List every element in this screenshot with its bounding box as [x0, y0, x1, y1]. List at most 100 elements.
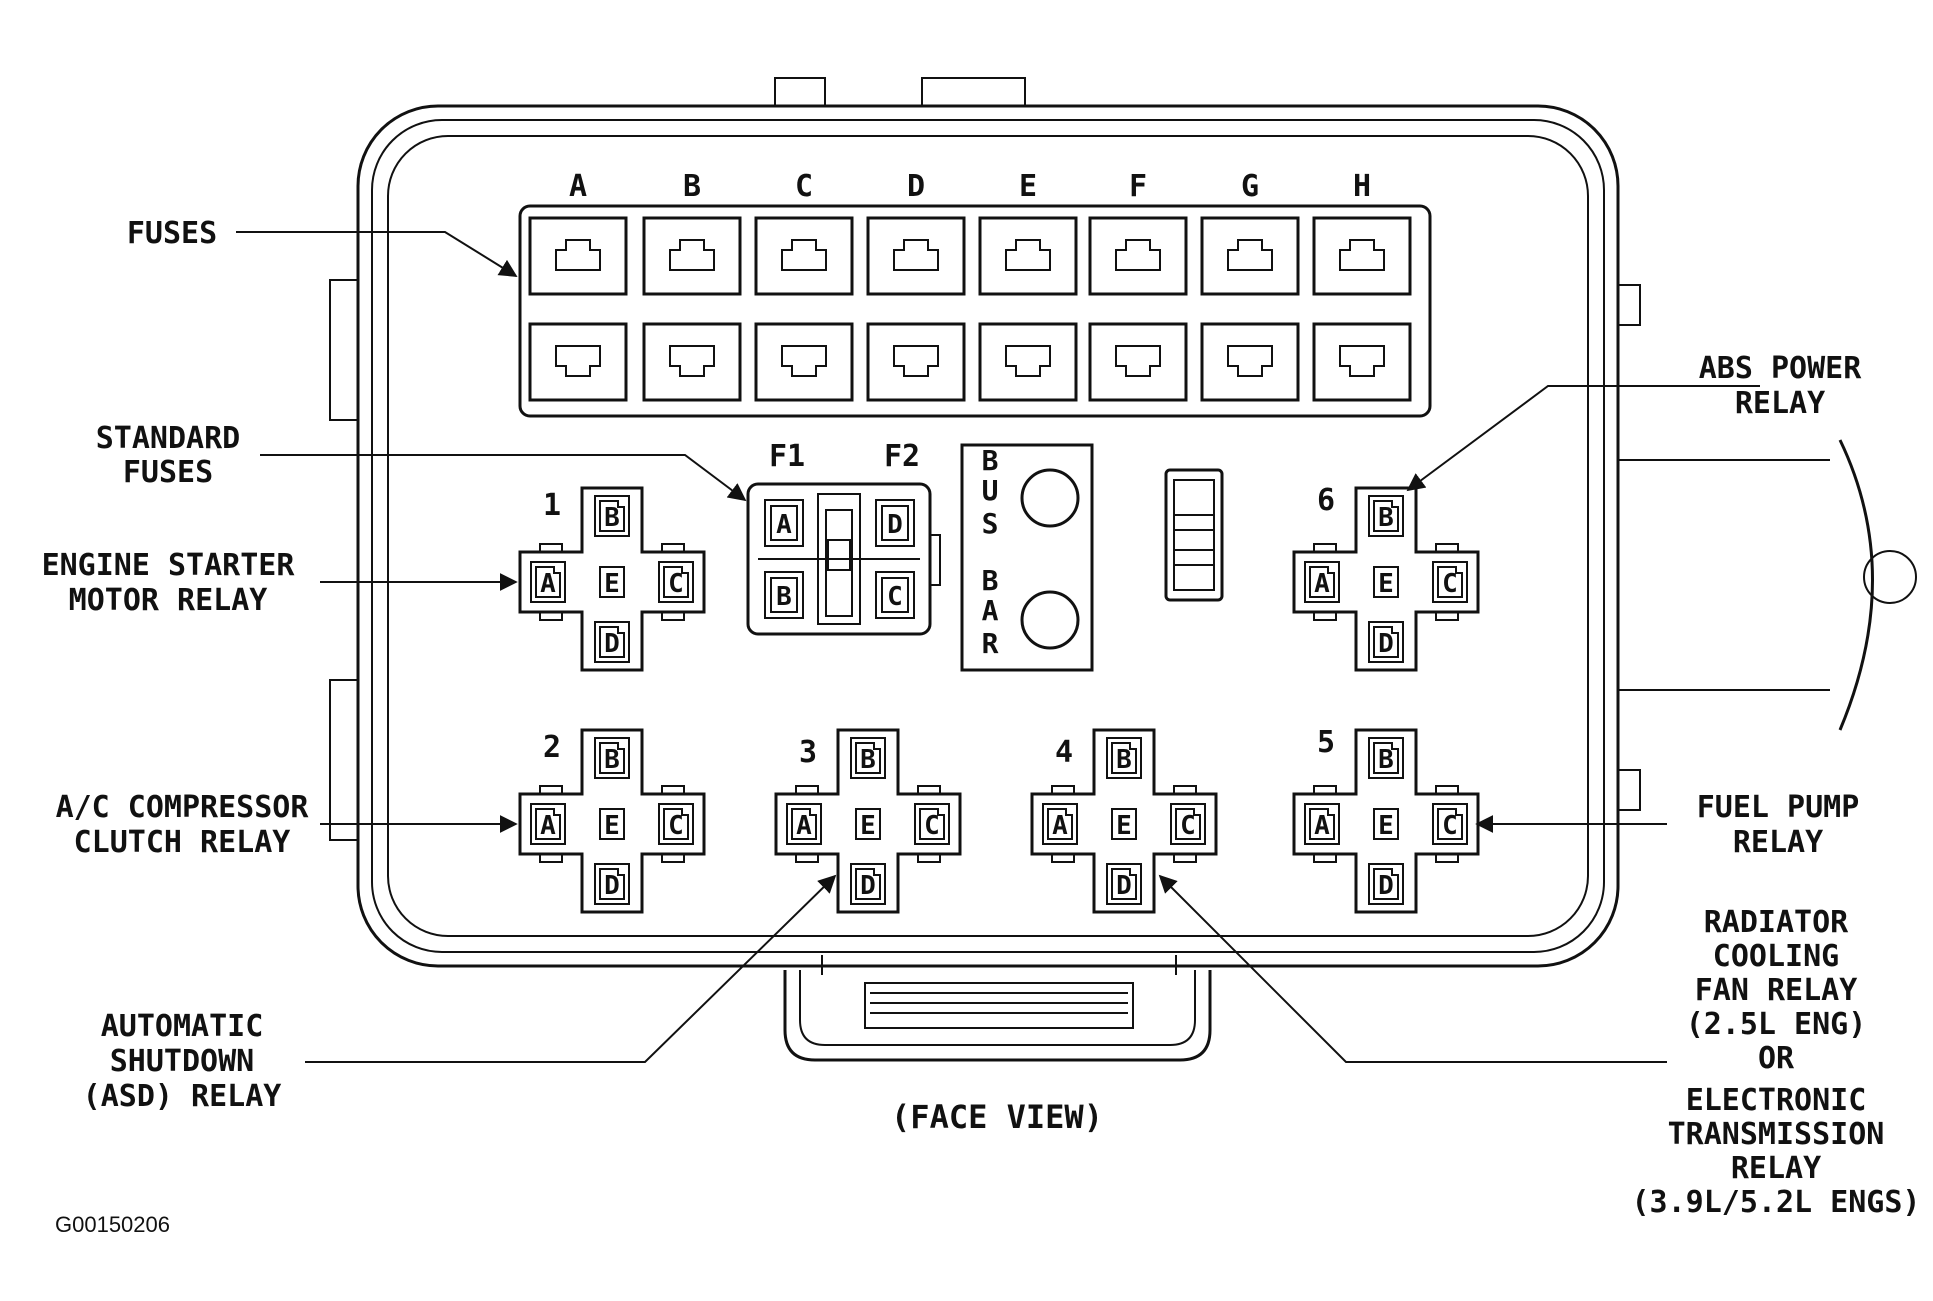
pin-c: C	[658, 561, 694, 603]
fuse-slot-lower	[1312, 322, 1412, 402]
pin-a-letter: A	[796, 811, 812, 841]
pin-d-letter: D	[1378, 629, 1394, 659]
svg-text:(3.9L/5.2L ENGS): (3.9L/5.2L ENGS)	[1632, 1185, 1921, 1220]
latch-grip	[864, 982, 1134, 1029]
fuse-f2-slot-c: C	[875, 571, 915, 619]
bus-bar-letter: R	[982, 627, 999, 660]
fuse-slot-lower	[528, 322, 628, 402]
mounting-bracket	[1838, 439, 1874, 731]
bus-bar-letter: S	[982, 507, 999, 540]
right-tab-upper	[1617, 284, 1641, 326]
right-tab-lower	[1617, 769, 1641, 811]
svg-text:TRANSMISSION: TRANSMISSION	[1668, 1117, 1885, 1152]
relay-number: 2	[543, 730, 561, 765]
svg-text:(ASD) RELAY: (ASD) RELAY	[83, 1079, 282, 1114]
pin-c-letter: C	[668, 811, 684, 841]
fuse-column-label: A	[569, 169, 587, 204]
svg-text:COOLING: COOLING	[1713, 939, 1839, 974]
pin-e-letter: E	[604, 569, 620, 599]
svg-text:FUSES: FUSES	[127, 216, 217, 251]
pin-d: D	[850, 863, 886, 905]
bus-bar-terminal-upper	[1020, 468, 1080, 528]
pin-b: B	[594, 495, 630, 537]
top-tab-left	[774, 77, 826, 107]
pin-a-letter: A	[1052, 811, 1068, 841]
pin-a: A	[786, 803, 822, 845]
standard-fuse-holder: A B D C F1 F2	[746, 439, 941, 636]
pin-a-letter: A	[1314, 811, 1330, 841]
bus-bar-terminal-lower	[1020, 590, 1080, 650]
svg-text:RADIATOR: RADIATOR	[1704, 905, 1849, 940]
pin-a: A	[1042, 803, 1078, 845]
pin-d-letter: D	[604, 871, 620, 901]
pin-d: D	[594, 863, 630, 905]
svg-text:CLUTCH RELAY: CLUTCH RELAY	[74, 825, 291, 860]
svg-text:ABS POWER: ABS POWER	[1699, 351, 1862, 386]
relay-number: 6	[1317, 483, 1335, 518]
pin-c-letter: C	[1442, 811, 1458, 841]
svg-text:FUEL PUMP: FUEL PUMP	[1697, 790, 1860, 825]
pin-c: C	[1432, 561, 1468, 603]
fuse-slot-upper	[642, 216, 742, 296]
pin-b: B	[594, 737, 630, 779]
leader-lines	[236, 231, 1760, 1063]
fuse-column-label: D	[907, 169, 925, 204]
pin-a-letter: A	[1314, 569, 1330, 599]
fuse-slot-lower	[754, 322, 854, 402]
relay-number: 4	[1055, 735, 1073, 770]
pin-b-letter: B	[1378, 745, 1394, 775]
pin-e: E	[599, 566, 625, 599]
pin-a: A	[1304, 803, 1340, 845]
fuse-f1-slot-a: A	[764, 499, 804, 547]
pin-d: D	[1368, 621, 1404, 663]
pin-a-letter: A	[540, 569, 556, 599]
svg-text:RELAY: RELAY	[1733, 825, 1823, 860]
pin-d: D	[594, 621, 630, 663]
callout-radiator: RADIATOR COOLING FAN RELAY (2.5L ENG) OR…	[1632, 905, 1921, 1220]
fuse-column-label: H	[1353, 169, 1371, 204]
fuse-slot-upper	[754, 216, 854, 296]
top-tab-right	[921, 77, 1026, 107]
callout-fuses: FUSES	[127, 216, 217, 251]
pin-a-letter: A	[540, 811, 556, 841]
fuse-slot-upper	[1312, 216, 1412, 296]
fuse-column-label: G	[1241, 169, 1259, 204]
callout-asd-relay: AUTOMATIC SHUTDOWN (ASD) RELAY	[83, 1009, 282, 1114]
diode-socket	[1164, 468, 1224, 602]
fuse-column	[1312, 216, 1412, 402]
pin-e: E	[1373, 808, 1399, 841]
pin-c: C	[658, 803, 694, 845]
pin-e-letter: E	[1378, 569, 1394, 599]
bus-bar-letter: B	[982, 564, 999, 597]
fuse-column	[1200, 216, 1300, 402]
pin-e-letter: E	[1378, 811, 1394, 841]
svg-text:(2.5L ENG): (2.5L ENG)	[1686, 1007, 1867, 1042]
callout-standard-fuses: STANDARD FUSES	[96, 421, 241, 490]
pin-b: B	[1368, 737, 1404, 779]
pin-b-letter: B	[860, 745, 876, 775]
pin-c-letter: C	[924, 811, 940, 841]
pin-e: E	[1373, 566, 1399, 599]
fuse-slot-upper	[978, 216, 1078, 296]
fuse-column	[642, 216, 742, 402]
fuse-slot-lower	[978, 322, 1078, 402]
slot-b-letter: B	[776, 582, 792, 612]
pin-c: C	[1432, 803, 1468, 845]
fuse-column	[866, 216, 966, 402]
svg-text:ENGINE STARTER: ENGINE STARTER	[42, 548, 296, 583]
pin-b-letter: B	[1116, 745, 1132, 775]
pin-c-letter: C	[1442, 569, 1458, 599]
svg-text:FAN RELAY: FAN RELAY	[1695, 973, 1858, 1008]
abs-power-leader	[1406, 385, 1760, 492]
fuse-column-label: F	[1129, 169, 1147, 204]
pin-b-letter: B	[1378, 503, 1394, 533]
pin-b: B	[1368, 495, 1404, 537]
svg-text:FUSES: FUSES	[123, 455, 213, 490]
svg-text:SHUTDOWN: SHUTDOWN	[110, 1044, 255, 1079]
pin-c: C	[914, 803, 950, 845]
pin-d: D	[1368, 863, 1404, 905]
pin-c-letter: C	[1180, 811, 1196, 841]
fuse-column-label: C	[795, 169, 813, 204]
